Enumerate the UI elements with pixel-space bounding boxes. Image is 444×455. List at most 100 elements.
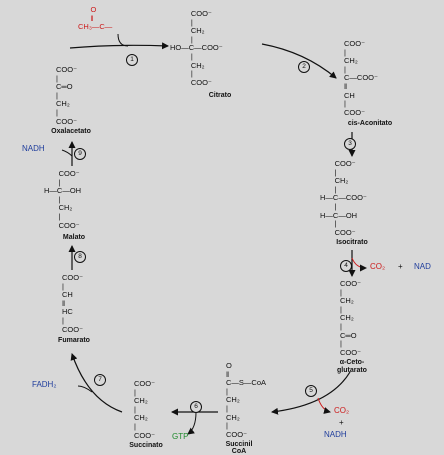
formula-row: | xyxy=(170,17,193,27)
formula-row: | xyxy=(340,339,342,349)
formula-row: | xyxy=(320,184,337,194)
step-label-8: 8 xyxy=(74,251,86,263)
molecule-name-succinato: Succinato xyxy=(129,442,163,449)
molecule-oxalacetato: COO⁻ | C═O | CH₂ | COO⁻ xyxy=(56,65,78,126)
formula-row: COO⁻ xyxy=(44,220,80,230)
formula-row: | xyxy=(56,107,58,117)
acetyl-fragment: O ‖ CH₃—C— xyxy=(78,5,113,32)
step-label-1: 1 xyxy=(126,54,138,66)
formula-row: COO⁻ xyxy=(320,159,356,168)
formula-row: CH₂ xyxy=(170,26,205,36)
formula-row: | xyxy=(344,99,346,109)
nad-step-4: NAD xyxy=(414,262,431,271)
co2-release-5 xyxy=(317,397,331,414)
formula-row: CH₂ xyxy=(134,396,148,406)
formula-row: COO⁻ xyxy=(226,429,248,439)
molecule-name-oxalacetato: Oxalacetato xyxy=(51,128,91,135)
arrow-step-2 xyxy=(261,43,337,79)
formula-row: CH₂ xyxy=(344,56,358,66)
formula-row: O xyxy=(226,361,232,370)
formula-row: | xyxy=(134,421,136,431)
formula-row: | xyxy=(320,167,337,177)
acetyl-incoming-arrow xyxy=(117,33,129,47)
molecule-succinato: COO⁻ | CH₂ | CH₂ | COO⁻ xyxy=(134,379,156,440)
plus-step-4: + xyxy=(398,262,403,271)
nadh-step-9: NADH xyxy=(22,144,45,153)
step-label-3: 3 xyxy=(344,138,356,150)
formula-row: COO⁻ xyxy=(344,39,366,48)
formula-row: COO⁻ xyxy=(134,430,156,440)
molecule-name-succinil-coa-2: CoA xyxy=(231,448,247,455)
molecule-isocitrato: COO⁻ | CH₂ | H—C—COO⁻ | H—C—OH | COO⁻ xyxy=(320,159,367,237)
formula-row: COO⁻ xyxy=(340,279,362,288)
step-label-6: 6 xyxy=(190,401,202,413)
molecule-malato: COO⁻ | H—C—OH | CH₂ | COO⁻ xyxy=(44,169,82,230)
formula-row: | xyxy=(344,64,346,74)
formula-row: | xyxy=(44,211,61,221)
arrow-step-1 xyxy=(69,42,169,50)
formula-row: COO⁻ xyxy=(340,347,362,357)
formula-row: COO⁻ xyxy=(320,227,356,237)
nadh-branch-9 xyxy=(61,149,73,157)
formula-row: | xyxy=(340,287,342,297)
formula-row: COO⁻ xyxy=(56,65,78,74)
molecule-name-cis-aconitato: cis-Aconitato xyxy=(347,120,393,127)
formula-row: COO⁻ xyxy=(170,9,212,18)
formula-row: | xyxy=(340,321,342,331)
formula-row: | xyxy=(226,403,228,413)
molecule-a-cetoglutarato: COO⁻ | CH₂ | CH₂ | C═O | COO⁻ xyxy=(340,279,362,357)
molecule-cis-aconitato: COO⁻ | CH₂ | C—COO⁻ ‖ CH | COO⁻ xyxy=(344,39,378,117)
formula-row: | xyxy=(56,73,58,83)
formula-row: | xyxy=(340,304,342,314)
formula-row: CH₂ xyxy=(44,203,73,213)
formula-row: CH₂ xyxy=(56,99,70,109)
formula-row: H—C—COO⁻ xyxy=(320,193,367,203)
formula-row: HO—C—COO⁻ xyxy=(170,43,223,53)
step-label-9: 9 xyxy=(74,148,86,160)
molecule-name-a-cetoglutarato-1: α-Ceto- xyxy=(339,359,365,366)
formula-row: C═O xyxy=(56,82,73,92)
molecule-name-malato: Malato xyxy=(62,234,86,241)
acetyl-row: O xyxy=(78,5,97,14)
molecule-fumarato: COO⁻ | CH ‖ HC | COO⁻ xyxy=(62,273,84,334)
co2-step-4: CO₂ xyxy=(370,262,386,271)
formula-row: CH₂ xyxy=(320,176,349,186)
formula-row: C—COO⁻ xyxy=(344,73,378,83)
formula-row: C—S—CoA xyxy=(226,378,267,388)
step-label-5: 5 xyxy=(305,385,317,397)
formula-row: | xyxy=(170,34,193,44)
acetyl-row: ‖ xyxy=(78,13,94,23)
co2-step-5: CO₂ xyxy=(334,406,350,415)
formula-row: COO⁻ xyxy=(170,77,212,87)
formula-row: | xyxy=(170,69,193,79)
nadh-step-5: NADH xyxy=(324,430,347,439)
molecule-succinil-coa: O ‖ C—S—CoA | CH₂ | CH₂ | COO⁻ xyxy=(226,361,267,439)
formula-row: CH xyxy=(344,90,355,100)
fadh2-label: FADH₂ xyxy=(32,380,57,389)
formula-row: | xyxy=(134,387,136,397)
formula-row: CH₂ xyxy=(226,412,240,422)
formula-row: CH₂ xyxy=(226,395,240,405)
gtp-label: GTP xyxy=(172,432,189,441)
formula-row: CH₂ xyxy=(340,313,354,323)
formula-row: COO⁻ xyxy=(44,169,80,178)
fadh2-branch xyxy=(77,385,93,393)
molecule-name-fumarato: Fumarato xyxy=(58,337,90,344)
formula-row: | xyxy=(44,194,61,204)
formula-row: COO⁻ xyxy=(62,273,84,282)
formula-row: | xyxy=(344,47,346,57)
molecule-name-isocitrato: Isocitrato xyxy=(336,239,368,246)
formula-row: | xyxy=(62,281,64,291)
molecule-name-citrato: Citrato xyxy=(208,92,232,99)
formula-row: H—C—OH xyxy=(44,186,82,196)
formula-row: | xyxy=(56,90,58,100)
formula-row: COO⁻ xyxy=(62,324,84,334)
step-label-2: 2 xyxy=(298,61,310,73)
co2-release-4 xyxy=(351,257,367,272)
plus-step-5: + xyxy=(339,418,344,427)
acetyl-row: CH₃—C— xyxy=(78,22,113,32)
step-label-4: 4 xyxy=(340,260,352,272)
formula-row: COO⁻ xyxy=(56,116,78,126)
formula-row: COO⁻ xyxy=(134,379,156,388)
